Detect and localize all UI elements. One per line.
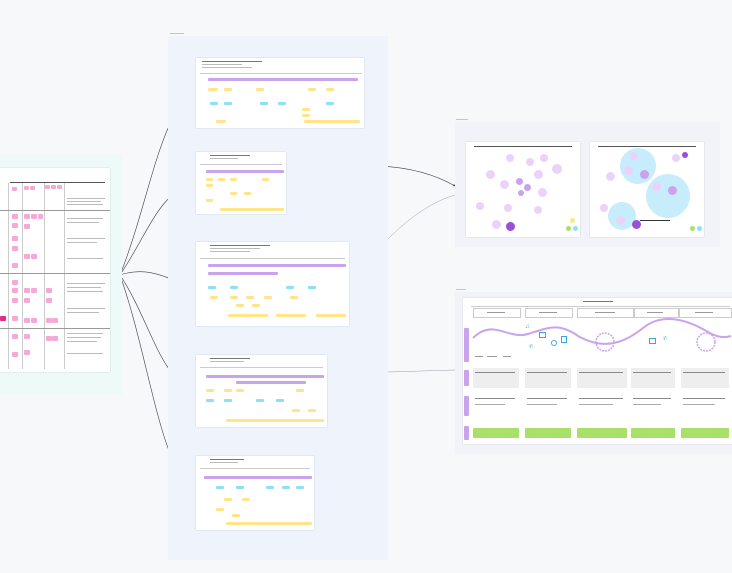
music-note-icon: ♫: [525, 324, 530, 330]
row-label-opportunity: [464, 426, 469, 440]
journey-board-1[interactable]: [196, 58, 364, 128]
research-table-board[interactable]: [0, 168, 110, 372]
journey-board-3[interactable]: [196, 242, 349, 326]
connector-journey4-experience[interactable]: [387, 369, 456, 373]
gift-icon: [539, 332, 546, 338]
journey-maps-frame-label: [170, 33, 184, 34]
journey-board-4[interactable]: [196, 355, 327, 427]
phone-icon: ✆: [663, 336, 668, 342]
affinity-frame-label: [456, 119, 468, 120]
phone-icon: ✆: [529, 344, 534, 350]
experience-frame-label: [456, 289, 466, 290]
affinity-board-1[interactable]: [466, 142, 580, 237]
shopping-bag-icon: [561, 336, 567, 343]
row-label-feeling: [464, 396, 469, 416]
journey-board-2[interactable]: [196, 152, 286, 214]
clock-icon: [551, 340, 557, 346]
journey-wave: [472, 318, 732, 352]
affinity-board-2[interactable]: [590, 142, 704, 237]
row-label-doing: [464, 328, 469, 362]
row-label-thinking: [464, 370, 469, 386]
journey-board-5[interactable]: [196, 456, 314, 530]
experience-board[interactable]: ♫ ✆ ✆: [463, 298, 732, 444]
basket-icon: [649, 338, 656, 344]
